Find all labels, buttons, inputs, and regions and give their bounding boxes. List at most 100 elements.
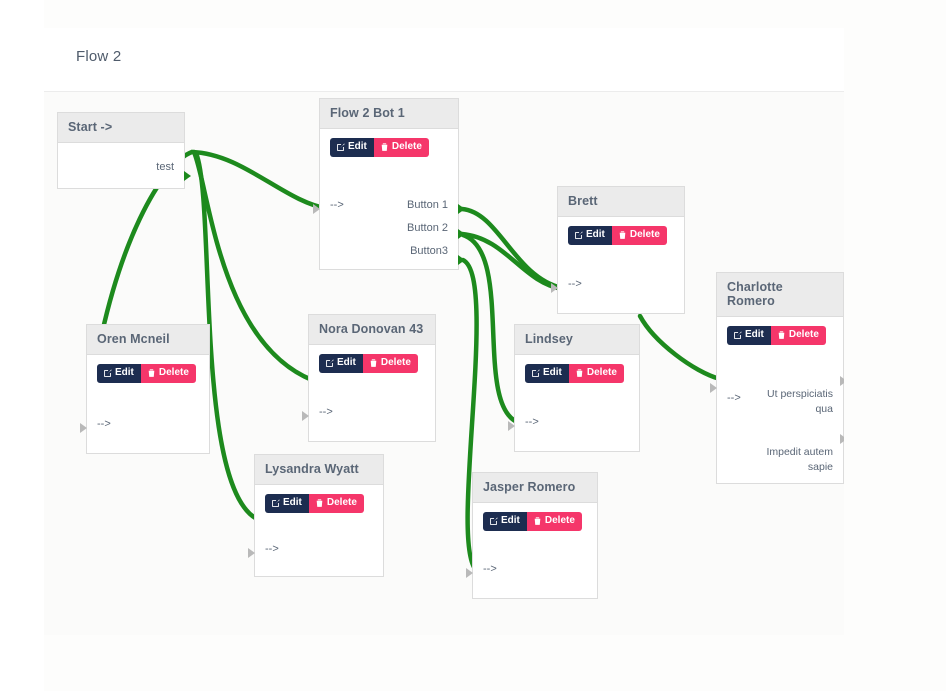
node-nora-donovan-43[interactable]: Nora Donovan 43 Edit Delete -->: [302, 314, 436, 442]
node-title: Nora Donovan 43: [309, 315, 435, 345]
edit-button-label: Edit: [745, 329, 764, 340]
page-title: Flow 2: [76, 48, 122, 65]
pencil-square-icon: [325, 359, 334, 368]
output-port-label: test: [156, 161, 174, 173]
trash-icon: [533, 516, 542, 526]
trash-icon: [147, 368, 156, 378]
node-start[interactable]: Start -> test: [57, 112, 191, 189]
node-title: Brett: [558, 187, 684, 217]
input-handle[interactable]: [248, 548, 255, 558]
edit-button[interactable]: Edit: [568, 226, 612, 245]
output-port-label-button-3: Button3: [410, 245, 448, 257]
delete-button-label: Delete: [391, 141, 422, 152]
node-title: Start ->: [58, 113, 184, 143]
node-body: Edit Delete -->: [473, 503, 597, 575]
edit-button-label: Edit: [115, 367, 134, 378]
pencil-square-icon: [489, 517, 498, 526]
trash-icon: [575, 368, 584, 378]
delete-button[interactable]: Delete: [611, 226, 667, 245]
delete-button-label: Delete: [629, 229, 660, 240]
input-port-label: -->: [319, 406, 333, 418]
output-handle-button-1[interactable]: [458, 204, 465, 214]
input-port-label: -->: [727, 392, 741, 404]
node-actions: Edit Delete: [319, 354, 425, 373]
node-title: Lindsey: [515, 325, 639, 355]
input-handle[interactable]: [508, 421, 515, 431]
node-actions: Edit Delete: [330, 138, 448, 157]
edit-button[interactable]: Edit: [265, 494, 309, 513]
node-flow-2-bot-1[interactable]: Flow 2 Bot 1 Edit Delete --> Button 1 Bu…: [313, 98, 465, 270]
output-handle-test[interactable]: [184, 171, 191, 181]
delete-button[interactable]: Delete: [373, 138, 429, 157]
output-handle-button-2[interactable]: [458, 229, 465, 239]
edit-button[interactable]: Edit: [319, 354, 363, 373]
delete-button[interactable]: Delete: [568, 364, 624, 383]
delete-button[interactable]: Delete: [362, 354, 418, 373]
node-actions: Edit Delete: [568, 226, 674, 245]
input-port-label: -->: [568, 278, 582, 290]
node-actions: Edit Delete: [97, 364, 199, 383]
delete-button[interactable]: Delete: [140, 364, 196, 383]
input-handle[interactable]: [313, 204, 320, 214]
edge-btn2-lindsey: [460, 232, 520, 425]
input-handle[interactable]: [466, 568, 473, 578]
output-handle-2[interactable]: [840, 434, 844, 444]
output-handle-button-3[interactable]: [458, 255, 465, 265]
pencil-square-icon: [336, 143, 345, 152]
node-brett[interactable]: Brett Edit Delete -->: [551, 186, 685, 314]
edit-button[interactable]: Edit: [525, 364, 569, 383]
node-jasper-romero[interactable]: Jasper Romero Edit Delete -->: [466, 472, 598, 599]
edit-button[interactable]: Edit: [727, 326, 771, 345]
input-port-label: -->: [525, 416, 539, 428]
delete-button-label: Delete: [788, 329, 819, 340]
output-handle-1[interactable]: [840, 376, 844, 386]
node-body: Edit Delete -->: [309, 345, 435, 418]
pencil-square-icon: [574, 231, 583, 240]
trash-icon: [380, 142, 389, 152]
edit-button-label: Edit: [501, 515, 520, 526]
edit-button-label: Edit: [283, 497, 302, 508]
pencil-square-icon: [531, 369, 540, 378]
delete-button[interactable]: Delete: [770, 326, 826, 345]
node-oren-mcneil[interactable]: Oren Mcneil Edit Delete -->: [80, 324, 210, 454]
edge-start-bot1: [189, 149, 332, 212]
input-port-label: -->: [483, 563, 497, 575]
node-charlotte-romero[interactable]: Charlotte Romero Edit Delete --> Ut pers…: [710, 272, 844, 484]
node-actions: Edit Delete: [727, 326, 833, 345]
node-actions: Edit Delete: [525, 364, 629, 383]
node-body: Edit Delete -->: [255, 485, 383, 555]
delete-button[interactable]: Delete: [308, 494, 364, 513]
page-header: Flow 2: [44, 28, 844, 92]
node-title: Flow 2 Bot 1: [320, 99, 458, 129]
output-port-label-button-2: Button 2: [407, 222, 448, 234]
edit-button-label: Edit: [586, 229, 605, 240]
delete-button[interactable]: Delete: [526, 512, 582, 531]
node-body: Edit Delete --> Ut perspiciatis qua Impe…: [717, 317, 843, 473]
edit-button[interactable]: Edit: [330, 138, 374, 157]
input-port-label: -->: [265, 543, 279, 555]
edit-button[interactable]: Edit: [483, 512, 527, 531]
node-title: Oren Mcneil: [87, 325, 209, 355]
flow-canvas[interactable]: Start -> test Flow 2 Bot 1 Edit Delete: [44, 92, 844, 635]
trash-icon: [777, 330, 786, 340]
delete-button-label: Delete: [544, 515, 575, 526]
node-lindsey[interactable]: Lindsey Edit Delete -->: [508, 324, 640, 452]
input-handle[interactable]: [80, 423, 87, 433]
input-handle[interactable]: [710, 383, 717, 393]
edge-btn1-brett: [459, 206, 565, 291]
node-lysandra-wyatt[interactable]: Lysandra Wyatt Edit Delete -->: [248, 454, 384, 577]
pencil-square-icon: [271, 499, 280, 508]
edge-brett-charlotte: [637, 313, 723, 382]
edit-button[interactable]: Edit: [97, 364, 141, 383]
input-handle[interactable]: [551, 283, 558, 293]
node-body: Edit Delete --> Button 1 Button 2 Button…: [320, 129, 458, 257]
node-actions: Edit Delete: [265, 494, 373, 513]
node-body: Edit Delete -->: [515, 355, 639, 428]
node-title: Charlotte Romero: [717, 273, 843, 317]
output-port-list: Button 1 Button 2 Button3: [407, 199, 448, 257]
pencil-square-icon: [103, 369, 112, 378]
edit-button-label: Edit: [543, 367, 562, 378]
input-handle[interactable]: [302, 411, 309, 421]
delete-button-label: Delete: [586, 367, 617, 378]
